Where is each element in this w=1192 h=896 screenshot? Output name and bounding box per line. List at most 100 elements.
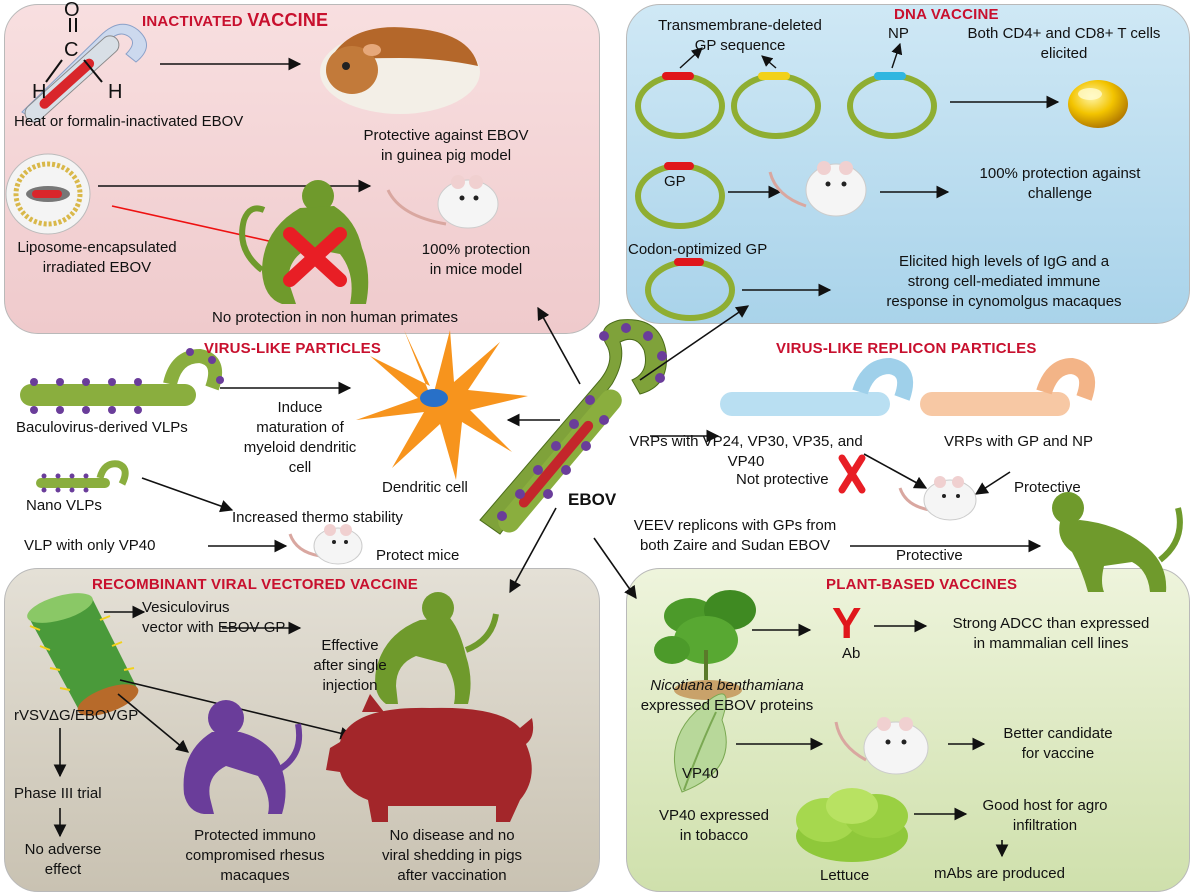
plasmid-gp-icon [635, 162, 725, 229]
rhesus-line-1: Protected immuno [194, 827, 316, 844]
mice-protection-label: 100% protection in mice model [406, 240, 546, 280]
lettuce-icon [796, 788, 908, 862]
phase3-label: Phase III trial [14, 785, 102, 802]
arrow-ebov-rvv [509, 507, 557, 594]
igg-line-1: Elicited high levels of IgG and a [898, 253, 1110, 270]
liposome-line-2: irradiated EBOV [42, 259, 152, 276]
not-protective-cross-icon [838, 454, 866, 494]
tm-deleted-line-1: Transmembrane-deleted [658, 17, 822, 34]
monkey-icon-vrp [1052, 492, 1183, 592]
thermo-label: Increased thermo stability [232, 509, 403, 526]
no-adverse-line-2: effect [44, 861, 82, 878]
effective-line-1: Effective [321, 637, 379, 654]
t-cells-label: Both CD4+ and CD8+ T cells elicited [954, 24, 1174, 64]
t-cells-line-2: elicited [1040, 45, 1088, 62]
guinea-pig-icon [320, 27, 480, 114]
baculo-vlp-icon [20, 348, 224, 414]
arrow-rvsv-rhesus [117, 693, 189, 753]
formula-bond-left [45, 59, 63, 83]
pigs-line-2: viral shedding in pigs [381, 847, 523, 864]
dendritic-label: Dendritic cell [382, 479, 468, 496]
vrp-title: VIRUS-LIKE REPLICON PARTICLES [776, 340, 1037, 357]
rvv-title: RECOMBINANT VIRAL VECTORED VACCINE [92, 576, 418, 593]
dna-title: DNA VACCINE [894, 6, 999, 23]
nano-label: Nano VLPs [26, 497, 102, 514]
liposome-line-1: Liposome-encapsulated [17, 239, 177, 256]
mouse-icon-dna [768, 161, 867, 217]
dna-protection-line-2: challenge [1027, 185, 1093, 202]
vesiculo-line-1: Vesiculovirus [142, 599, 230, 616]
formula-bond-right [83, 59, 103, 83]
nicotiana-expr: expressed EBOV proteins [640, 697, 814, 714]
plasmid-1-icon [635, 72, 725, 139]
inactivated-title-b: VACCINE [247, 10, 329, 30]
igg-line-3: response in cynomolgus macaques [886, 293, 1122, 310]
formalin-virus-icon [21, 23, 147, 123]
mouse-icon-plant [834, 717, 929, 775]
rhesus-line-2: compromised rhesus [185, 847, 325, 864]
arrow-tm-2 [761, 55, 777, 69]
mouse-icon-inactivated [386, 175, 499, 229]
formula-h-right: H [108, 81, 123, 103]
better-line-1: Better candidate [1003, 725, 1113, 742]
nicotiana-species: Nicotiana benthamiana [650, 677, 804, 694]
effective-line-2: after single [313, 657, 387, 674]
arrow-tm-1 [679, 47, 703, 69]
induce-line-1: Induce [277, 399, 323, 416]
formula-c: C [64, 39, 79, 61]
guinea-pig-line-2: in guinea pig model [380, 147, 512, 164]
dendritic-cell-icon [356, 330, 528, 480]
adcc-line-2: in mammalian cell lines [973, 635, 1129, 652]
adcc-line-1: Strong ADCC than expressed [952, 615, 1150, 632]
plasmid-codon-icon [645, 258, 735, 321]
vp40-tobacco-line-1: VP40 expressed [658, 807, 770, 824]
arrow-ebov-inactivated [537, 306, 581, 385]
nicotiana-label: Nicotiana benthamiana expressed EBOV pro… [632, 676, 822, 716]
dna-protection-line-1: 100% protection against [979, 165, 1141, 182]
gp-label: GP [664, 173, 686, 190]
formula-o: O [64, 0, 80, 21]
baculo-label: Baculovirus-derived VLPs [16, 419, 188, 436]
vp40-tobacco-label: VP40 expressed in tobacco [652, 806, 776, 846]
induce-label: Induce maturation of myeloid dendritic c… [236, 398, 364, 478]
pig-icon [326, 694, 534, 822]
monkey-icon-rvv [375, 592, 499, 704]
veev-line-1: VEEV replicons with GPs from [633, 517, 837, 534]
better-line-2: for vaccine [1021, 745, 1095, 762]
rhesus-monkey-icon [183, 700, 302, 814]
rhesus-label: Protected immuno compromised rhesus maca… [180, 826, 330, 886]
induce-line-4: cell [288, 459, 312, 476]
veev-label: VEEV replicons with GPs from both Zaire … [620, 516, 850, 556]
inactivated-title-a: INACTIVATED [142, 13, 243, 30]
vrps-vp-line-1: VRPs with VP24, VP30, VP35, and [629, 433, 863, 450]
tm-deleted-label: Transmembrane-deleted GP sequence [640, 16, 840, 56]
tm-deleted-line-2: GP sequence [694, 37, 786, 54]
vrps-vp-line-2: VP40 [727, 453, 765, 470]
pigs-line-3: after vaccination [397, 867, 507, 884]
arrow-nano-thermo [141, 477, 234, 513]
mice-protection-line-1: 100% protection [421, 241, 531, 258]
nicotiana-plant-icon [654, 590, 756, 700]
vp40-tobacco-line-2: in tobacco [679, 827, 749, 844]
arrow-vrp-vp-mouse [863, 453, 928, 489]
ebov-label: EBOV [568, 490, 617, 509]
vrps-vp-label: VRPs with VP24, VP30, VP35, and VP40 [626, 432, 866, 472]
heat-formalin-label: Heat or formalin-inactivated EBOV [14, 113, 244, 130]
vesiculo-line-2: vector with EBOV GP [142, 619, 286, 636]
tobacco-leaf-icon [673, 693, 727, 793]
rhesus-line-3: macaques [220, 867, 290, 884]
dna-protection-label: 100% protection against challenge [950, 164, 1170, 204]
protect-mice-label: Protect mice [376, 547, 460, 564]
plant-title: PLANT-BASED VACCINES [826, 576, 1018, 593]
vrp-gp-np-icon [920, 357, 1095, 416]
no-protection-cross-icon [283, 227, 347, 287]
inactivated-title: INACTIVATED VACCINE [142, 10, 328, 31]
mabs-label: mAbs are produced [934, 865, 1065, 882]
vp40-only-label: VLP with only VP40 [24, 537, 156, 554]
protective-2-label: Protective [896, 547, 963, 564]
t-cells-line-1: Both CD4+ and CD8+ T cells [967, 25, 1161, 42]
np-label: NP [888, 25, 909, 42]
t-cell-capsule-icon [1068, 80, 1128, 128]
pigs-line-1: No disease and no [389, 827, 515, 844]
